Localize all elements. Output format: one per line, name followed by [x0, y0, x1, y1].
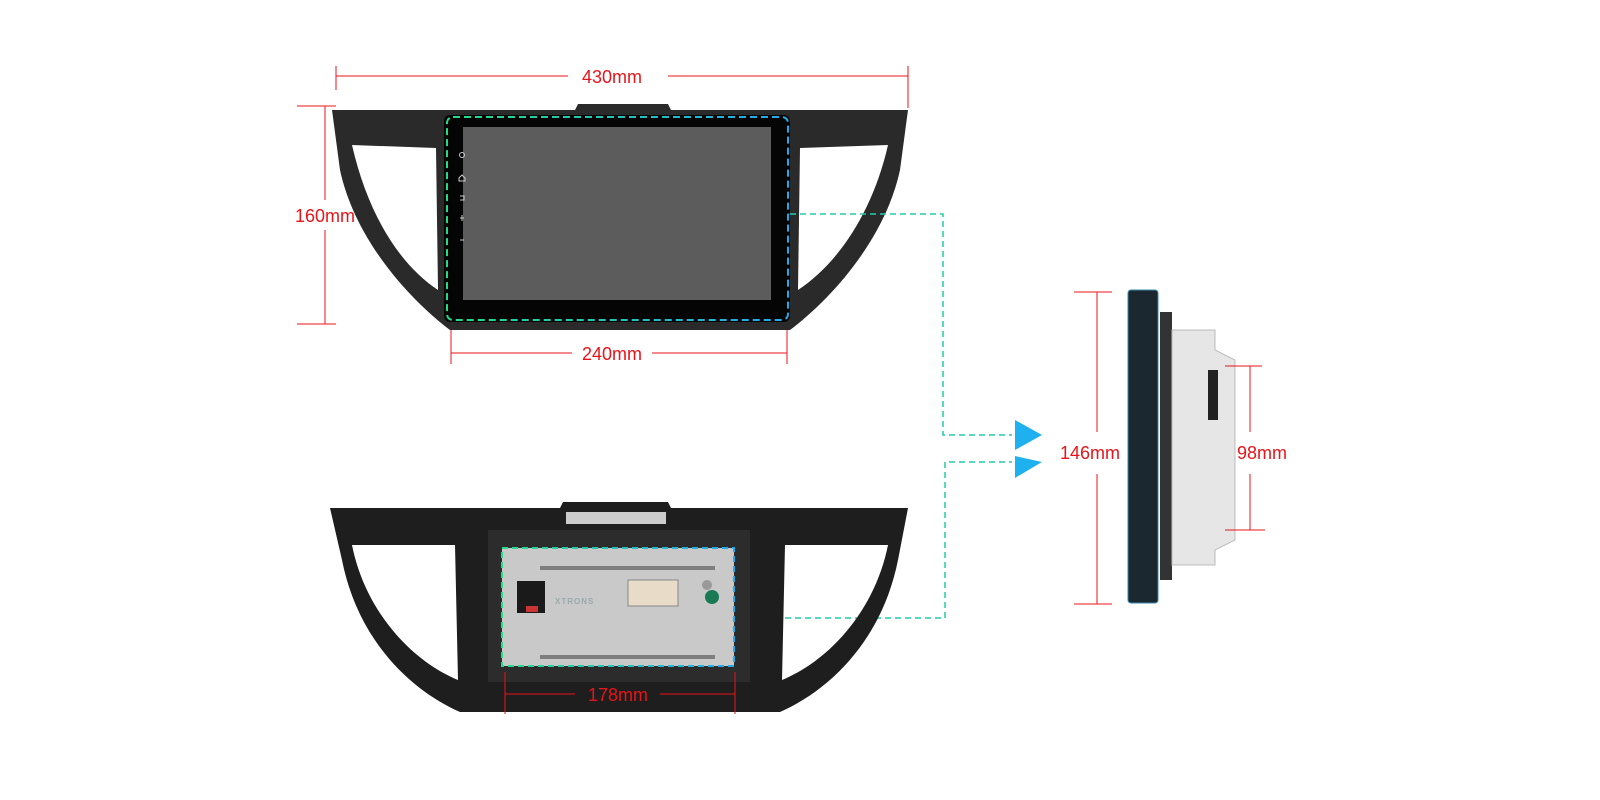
- vent-slots: [540, 566, 715, 659]
- side-view: [1127, 289, 1236, 604]
- brand-logo: XTRONS: [555, 597, 594, 606]
- dim-lines-front: [297, 66, 909, 364]
- volume-up-icon[interactable]: [460, 215, 464, 221]
- side-height-label: 146mm: [1060, 443, 1120, 463]
- front-view: [332, 104, 908, 330]
- dim-lines-back: [504, 672, 736, 714]
- front-screen: [463, 127, 771, 300]
- front-width-label: 430mm: [582, 67, 642, 87]
- arrow-icon: [1015, 420, 1042, 450]
- power-icon[interactable]: [459, 152, 465, 158]
- back-view: XTRONS: [330, 502, 908, 712]
- rear-width-label: 178mm: [588, 685, 648, 705]
- dim-lines-side: [1074, 291, 1265, 605]
- front-dashed-outline: [446, 116, 789, 321]
- gps-port: [705, 590, 719, 604]
- back-icon[interactable]: [460, 195, 465, 201]
- connector-block: [627, 579, 679, 607]
- side-buttons: [458, 152, 466, 241]
- home-icon[interactable]: [458, 174, 466, 182]
- body-height-label: 98mm: [1237, 443, 1287, 463]
- connectors: [735, 213, 1012, 619]
- antenna-port: [702, 580, 712, 590]
- arrow-icon: [1015, 456, 1042, 478]
- front-height-label: 160mm: [295, 206, 355, 226]
- screen-width-label: 240mm: [582, 344, 642, 364]
